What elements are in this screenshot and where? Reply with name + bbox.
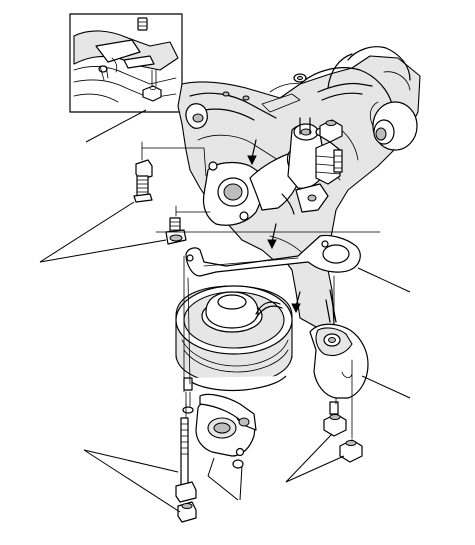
stud-middle-left <box>165 217 187 245</box>
alignment-lines <box>141 141 381 439</box>
mounting-bolts <box>133 159 197 523</box>
callout-leader-nuts-b <box>285 455 345 483</box>
egr-valve <box>175 285 293 392</box>
callout-leader-upper-gasket <box>357 267 411 293</box>
callout-leader-inset <box>85 109 147 143</box>
upper-gasket <box>185 234 361 277</box>
callout-leader-lower-gasket-b <box>239 465 243 501</box>
callout-leader-thermal-cover <box>361 375 411 399</box>
stud-lower <box>182 377 194 414</box>
callout-leader-lower-bolt-b <box>83 449 181 513</box>
callout-leader-lower-gasket-c <box>207 457 215 477</box>
nut-right-upper <box>323 401 347 437</box>
callout-leader-bolts-a <box>39 201 135 263</box>
callout-leaders <box>39 109 411 513</box>
callout-leader-bolts-b <box>39 239 167 263</box>
callout-leader-lower-bolt-a <box>83 449 179 473</box>
inset-detail-view <box>69 13 183 113</box>
thermal-cover <box>309 289 369 399</box>
nut-right-lower <box>339 439 363 463</box>
callout-leader-nuts-a <box>285 433 333 483</box>
callout-leader-lower-gasket-a <box>207 475 239 501</box>
egr-pipe-flange <box>202 117 343 314</box>
nut-upper-right <box>319 119 343 143</box>
mounting-nuts <box>319 119 363 463</box>
lower-gasket <box>195 393 257 469</box>
bolt-upper-left <box>133 159 153 203</box>
bolt-lower-left <box>175 417 197 523</box>
